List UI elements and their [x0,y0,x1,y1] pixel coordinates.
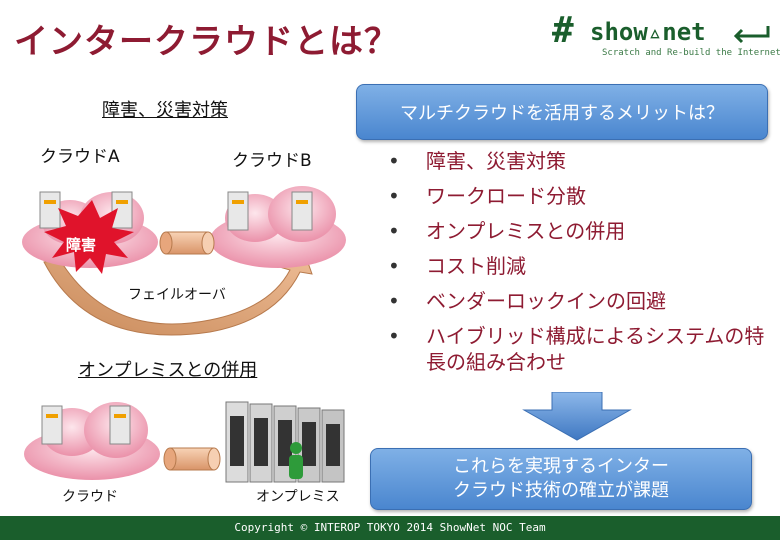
server-icon [39,191,61,229]
failure-burst-icon [44,200,134,274]
shownet-logo: # show▵net Scratch and Re-build the Inte… [552,10,780,64]
logo-tagline: Scratch and Re-build the Internet [602,48,780,58]
conclusion-line-2: クラウド技術の確立が課題 [453,480,669,501]
onprem-heading: オンプレミスとの併用 [78,360,258,381]
person-icon [289,442,303,479]
down-arrow-icon [522,392,632,441]
onprem-diagram [24,401,345,483]
list-item: •ハイブリッド構成によるシステムの特長の組み合わせ [388,324,765,374]
footer-copyright: Copyright © INTEROP TOKYO 2014 ShowNet N… [0,516,780,540]
bullet-icon: • [388,184,400,208]
list-item: •コスト削減 [388,254,526,278]
benefits-question-box: マルチクラウドを活用するメリットは？ [356,84,768,140]
server-icon [111,191,133,229]
return-arrow-icon [733,26,770,44]
bullet-icon: • [388,289,400,313]
server-icon [291,191,313,231]
list-item: •オンプレミスとの併用 [388,219,626,243]
failover-arrow [43,239,313,336]
datacenter-racks-icon [225,401,345,483]
page-title: インタークラウドとは？ [14,22,399,62]
logo-wordmark: show▵net [590,18,706,46]
list-item: •ベンダーロックインの回避 [388,289,666,313]
bullet-icon: • [388,254,400,278]
list-item: •障害、災害対策 [388,149,566,173]
connection-pipe-icon [163,447,221,471]
conclusion-line-1: これらを実現するインター [453,456,669,477]
disaster-heading: 障害、災害対策 [102,100,228,121]
failure-badge: 障害 [66,236,97,254]
onprem-label: オンプレミス [256,489,340,505]
server-icon [41,405,63,445]
logo-mark: # [552,10,574,51]
cloud-b-label: クラウドB [232,151,312,171]
server-icon [109,405,131,445]
cloud-label: クラウド [62,489,118,505]
bullet-icon: • [388,324,400,348]
benefits-list: •障害、災害対策 •ワークロード分散 •オンプレミスとの併用 •コスト削減 •ベ… [388,148,768,384]
failover-label: フェイルオーバ [128,287,226,303]
conclusion-box: これらを実現するインター クラウド技術の確立が課題 [370,448,752,510]
list-item: •ワークロード分散 [388,184,586,208]
connection-pipe-icon [159,231,215,255]
cloud-a-label: クラウドA [40,147,120,167]
disaster-diagram [22,186,346,336]
server-icon [227,191,249,231]
bullet-icon: • [388,219,400,243]
bullet-icon: • [388,149,400,173]
